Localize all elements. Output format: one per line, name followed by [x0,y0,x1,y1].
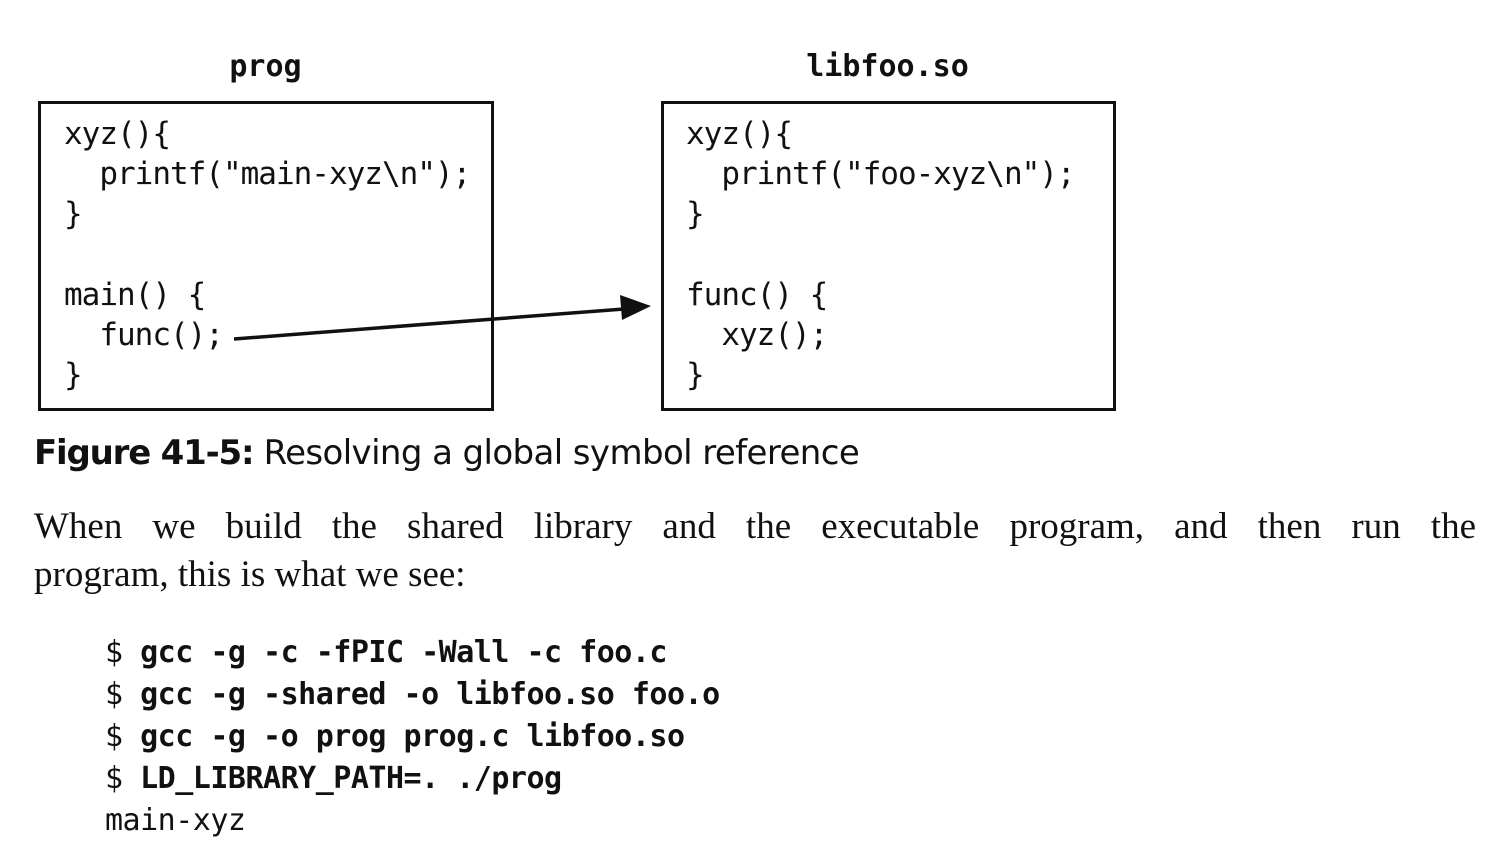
libfoo-code-line: } [686,357,705,393]
shell-command: gcc -g -o prog prog.c libfoo.so [140,719,685,754]
shell-prompt: $ [105,719,141,754]
prog-code-line: } [64,196,83,232]
call-arrow-shaft [233,307,625,341]
prog-code-line: printf("main-xyz\n"); [64,156,471,192]
libfoo-code-line: } [686,196,705,232]
body-paragraph-line: program, this is what we see: [34,554,466,595]
terminal-command-line: $ gcc -g -shared -o libfoo.so foo.o [105,674,720,716]
figure-caption-text: Resolving a global symbol reference [253,433,860,473]
terminal-output-line: main-xyz [105,803,246,838]
libfoo-code-line: printf("foo-xyz\n"); [686,156,1075,192]
libfoo-code-line: func() { [686,277,828,313]
call-arrow-head [620,295,651,320]
shell-command: LD_LIBRARY_PATH=. ./prog [140,761,562,796]
libfoo-code-box [661,101,1116,411]
prog-code-box [38,101,494,411]
shell-prompt: $ [105,635,141,670]
libfoo-box-title: libfoo.so [806,49,969,84]
libfoo-code-listing: xyz(){ printf("foo-xyz\n"); } func() { x… [686,114,1076,402]
shell-prompt: $ [105,677,141,712]
body-paragraph-line: When we build the shared library and the… [34,506,1476,547]
figure-caption-label: Figure 41-5: [34,433,255,473]
prog-code-line: main() { [64,277,206,313]
terminal-command-line: $ LD_LIBRARY_PATH=. ./prog [105,758,720,800]
body-paragraph: When we build the shared library and the… [34,503,1476,599]
terminal-session: $ gcc -g -c -fPIC -Wall -c foo.c $ gcc -… [105,632,720,842]
prog-code-line: } [64,357,83,393]
terminal-command-line: $ gcc -g -o prog prog.c libfoo.so [105,716,720,758]
prog-box-title: prog [229,49,302,84]
prog-code-line: func(); [64,317,224,353]
shell-command: gcc -g -shared -o libfoo.so foo.o [140,677,720,712]
libfoo-code-line: xyz(){ [686,116,793,152]
prog-code-listing: xyz(){ printf("main-xyz\n"); } main() { … [64,114,471,402]
shell-prompt: $ [105,761,141,796]
libfoo-code-line: xyz(); [686,317,828,353]
figure-caption: Figure 41-5: Resolving a global symbol r… [34,430,860,476]
shell-command: gcc -g -c -fPIC -Wall -c foo.c [140,635,667,670]
prog-code-line: xyz(){ [64,116,171,152]
terminal-command-line: $ gcc -g -c -fPIC -Wall -c foo.c [105,632,720,674]
